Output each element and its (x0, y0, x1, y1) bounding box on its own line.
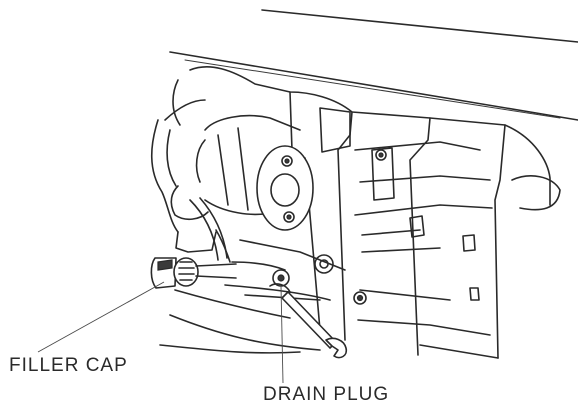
filler-cap-label: FILLER CAP (9, 355, 128, 376)
cover-bolt (375, 149, 387, 161)
drain-plug-leader (280, 285, 284, 384)
filler-cap-leader (37, 281, 165, 353)
filler-cap (150, 257, 237, 289)
transmission-housing (172, 66, 561, 359)
hose-pipes (189, 197, 231, 263)
drain-plug-label: DRAIN PLUG (263, 384, 390, 405)
left-mount (150, 99, 217, 253)
frame-rails (169, 9, 578, 121)
lower-case (159, 239, 367, 354)
actuator-cylinder (204, 114, 314, 231)
wrench-tool (269, 283, 348, 359)
